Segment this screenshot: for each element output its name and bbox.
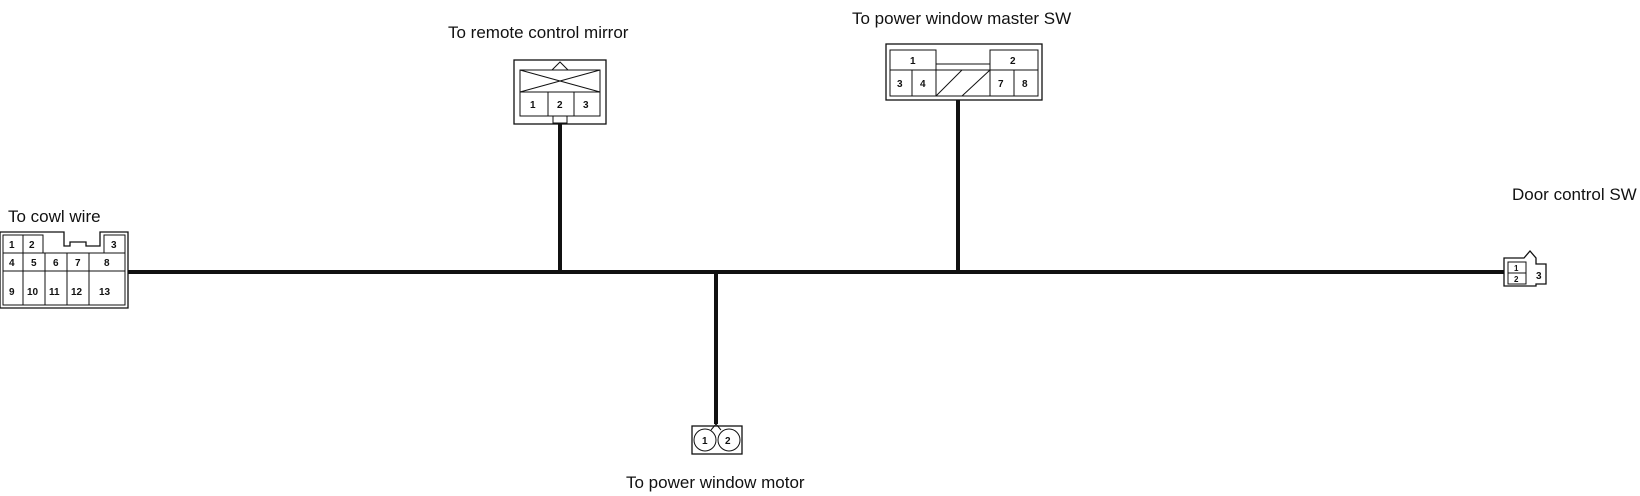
cowl-pin-10: 10 xyxy=(27,287,39,298)
door-control-connector: 1 2 3 xyxy=(1503,250,1547,287)
cowl-pin-13: 13 xyxy=(99,287,111,298)
master-pin-3: 3 xyxy=(897,79,903,90)
power-window-master-connector: 1 2 3 4 7 8 xyxy=(885,43,1043,101)
cowl-pin-4: 4 xyxy=(9,258,15,269)
master-pin-8: 8 xyxy=(1022,79,1028,90)
door-control-label: Door control SW xyxy=(1512,185,1637,204)
door-pin-1: 1 xyxy=(1514,264,1519,273)
pw-motor-label: To power window motor xyxy=(626,473,805,492)
master-pin-1: 1 xyxy=(910,56,916,67)
mirror-pin-2: 2 xyxy=(557,100,563,111)
cowl-pin-11: 11 xyxy=(49,287,60,298)
cowl-pin-8: 8 xyxy=(104,258,110,269)
pw-master-label: To power window master SW xyxy=(852,9,1071,28)
motor-pin-1: 1 xyxy=(702,436,708,447)
master-pin-7: 7 xyxy=(998,79,1004,90)
cowl-pin-9: 9 xyxy=(9,287,15,298)
cowl-pin-5: 5 xyxy=(31,258,37,269)
cowl-pin-2: 2 xyxy=(29,240,35,251)
cowl-pin-1: 1 xyxy=(9,240,15,251)
remote-mirror-label: To remote control mirror xyxy=(448,23,629,42)
cowl-pin-12: 12 xyxy=(71,287,83,298)
door-pin-3: 3 xyxy=(1536,271,1542,282)
cowl-wire-label: To cowl wire xyxy=(8,207,101,226)
master-pin-2: 2 xyxy=(1010,56,1016,67)
remote-mirror-connector: 1 2 3 xyxy=(513,59,607,125)
cowl-wire-connector: 1 2 3 4 5 6 7 8 9 10 11 12 13 xyxy=(0,231,129,309)
cowl-pin-7: 7 xyxy=(75,258,81,269)
cowl-pin-3: 3 xyxy=(111,240,117,251)
mirror-pin-1: 1 xyxy=(530,100,536,111)
master-pin-4: 4 xyxy=(920,79,926,90)
power-window-motor-connector: 1 2 xyxy=(691,423,743,455)
door-pin-2: 2 xyxy=(1514,275,1519,284)
cowl-pin-6: 6 xyxy=(53,258,59,269)
mirror-pin-3: 3 xyxy=(583,100,589,111)
motor-pin-2: 2 xyxy=(725,436,731,447)
